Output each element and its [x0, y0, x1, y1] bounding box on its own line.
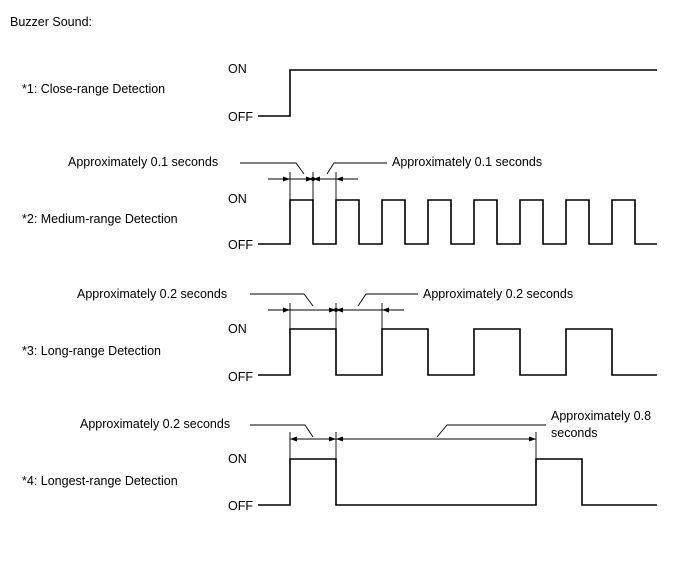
- long-range-section: Approximately 0.2 seconds Approximately …: [22, 287, 657, 384]
- medium-range-waveform: [258, 199, 657, 245]
- longest-range-annotation-left: Approximately 0.2 seconds: [80, 417, 230, 431]
- medium-range-dot: [311, 177, 315, 181]
- long-range-leader-left: [250, 293, 314, 307]
- longest-range-arrowhead: [529, 436, 536, 442]
- close-range-label: *1: Close-range Detection: [22, 82, 165, 96]
- medium-range-arrowhead: [313, 176, 320, 182]
- medium-range-annotation-right: Approximately 0.1 seconds: [392, 155, 542, 169]
- longest-range-arrowhead: [290, 436, 297, 442]
- longest-range-label: *4: Longest-range Detection: [22, 474, 178, 488]
- long-range-arrowhead: [329, 307, 336, 313]
- longest-range-leader-right: [436, 424, 546, 438]
- long-range-annotation-right: Approximately 0.2 seconds: [423, 287, 573, 301]
- long-range-arrowhead: [336, 307, 343, 313]
- long-range-arrowhead: [283, 307, 290, 313]
- long-range-label: *3: Long-range Detection: [22, 344, 161, 358]
- medium-range-arrowhead: [283, 176, 290, 182]
- longest-range-leader-left: [250, 424, 314, 438]
- medium-range-arrowhead: [306, 176, 313, 182]
- longest-range-annotation-right-line1: Approximately 0.8: [551, 409, 651, 423]
- medium-range-leader-right: [326, 162, 387, 175]
- close-range-section: *1: Close-range Detection ON OFF: [22, 62, 657, 124]
- long-range-annotation-left: Approximately 0.2 seconds: [77, 287, 227, 301]
- medium-range-label: *2: Medium-range Detection: [22, 212, 178, 226]
- long-range-waveform: [258, 328, 657, 376]
- close-range-waveform: [258, 69, 657, 117]
- long-range-off-label: OFF: [228, 370, 253, 384]
- medium-range-leader-left: [240, 162, 305, 175]
- long-range-dot: [334, 308, 338, 312]
- longest-range-off-label: OFF: [228, 499, 253, 513]
- long-range-leader-right: [357, 293, 418, 307]
- medium-range-annotation-left: Approximately 0.1 seconds: [68, 155, 218, 169]
- medium-range-section: Approximately 0.1 seconds Approximately …: [22, 155, 657, 252]
- medium-range-arrowhead: [336, 176, 343, 182]
- long-range-arrowhead: [382, 307, 389, 313]
- medium-range-off-label: OFF: [228, 238, 253, 252]
- longest-range-section: Approximately 0.2 seconds Approximately …: [22, 409, 657, 513]
- longest-range-annotation-right-line2: seconds: [551, 426, 598, 440]
- medium-range-on-label: ON: [228, 192, 247, 206]
- diagram-title: Buzzer Sound:: [10, 15, 92, 29]
- longest-range-arrowhead: [336, 436, 343, 442]
- close-range-on-label: ON: [228, 62, 247, 76]
- longest-range-arrowhead: [329, 436, 336, 442]
- close-range-off-label: OFF: [228, 110, 253, 124]
- long-range-on-label: ON: [228, 322, 247, 336]
- longest-range-on-label: ON: [228, 452, 247, 466]
- longest-range-waveform: [258, 458, 657, 506]
